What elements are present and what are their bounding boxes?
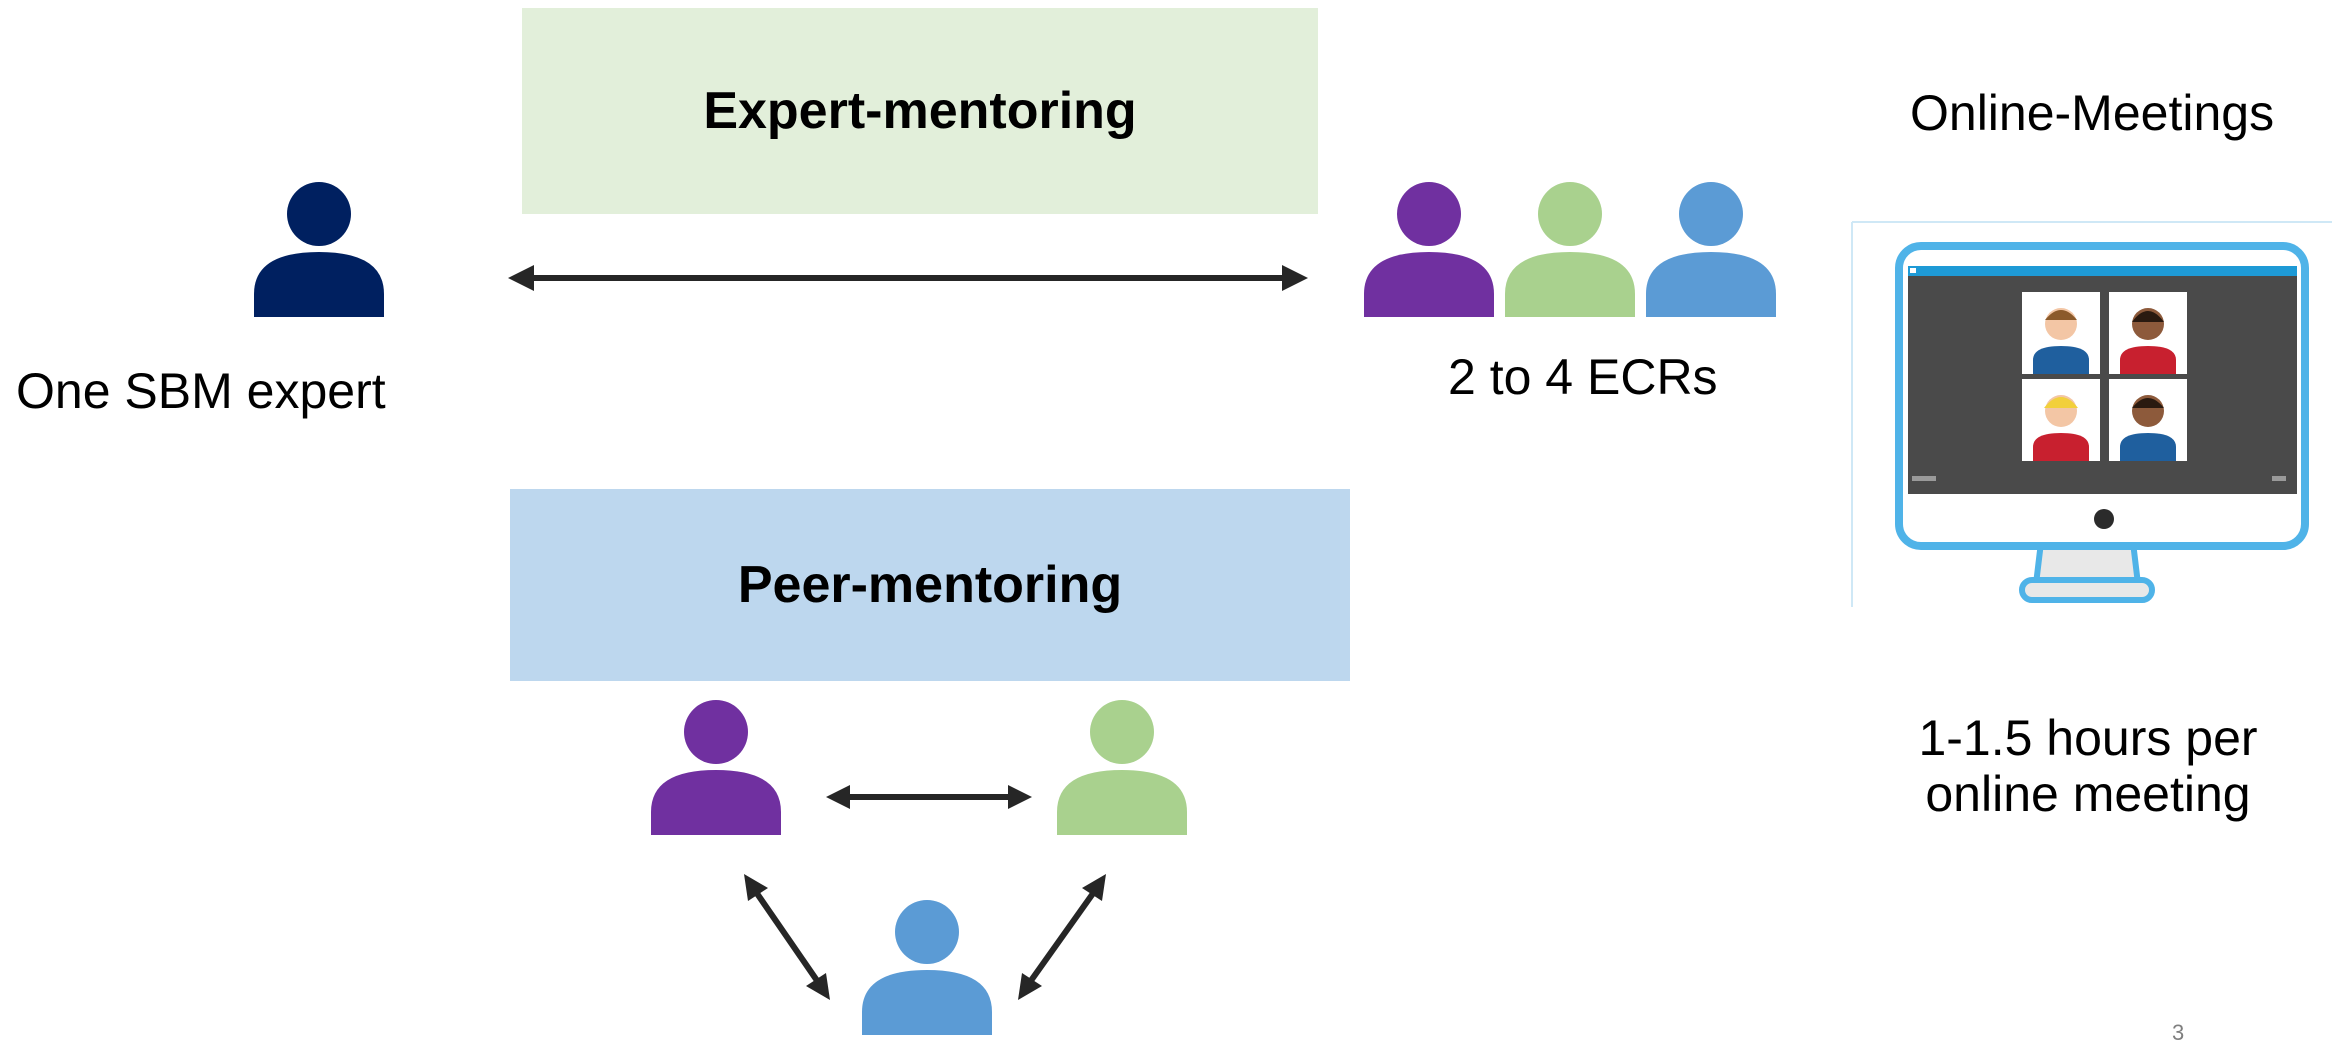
duration-label: 1-1.5 hours per online meeting [1918, 710, 2258, 822]
expert-mentoring-title: Expert-mentoring [703, 82, 1137, 140]
expert-label: One SBM expert [16, 363, 386, 419]
duration-line-2: online meeting [1925, 766, 2251, 822]
video-call-participant-icon [2022, 292, 2100, 374]
ecr-person-icon-green [1505, 182, 1635, 317]
ecr-person-icon-blue [1646, 182, 1776, 317]
peer-double-arrow-icon-left-diagonal [744, 874, 830, 1000]
peer-mentoring-box: Peer-mentoring [510, 489, 1350, 681]
duration-line-1: 1-1.5 hours per [1918, 710, 2258, 766]
ecr-person-icon-purple [1364, 182, 1494, 317]
video-call-participant-icon [2022, 379, 2100, 461]
expert-mentoring-box: Expert-mentoring [522, 8, 1318, 214]
video-call-participant-icon [2109, 292, 2187, 374]
peer-person-icon-blue [862, 900, 992, 1035]
online-meetings-title: Online-Meetings [1910, 85, 2275, 141]
peer-person-icon-purple [651, 700, 781, 835]
computer-monitor-icon [1851, 221, 2332, 607]
video-call-participant-icon [2109, 379, 2187, 461]
peer-person-icon-green [1057, 700, 1187, 835]
page-number: 3 [2172, 1020, 2185, 1045]
peer-double-arrow-icon-horizontal [826, 785, 1032, 809]
expert-person-icon [254, 182, 384, 317]
peer-mentoring-title: Peer-mentoring [737, 556, 1123, 614]
expert-to-ecrs-double-arrow-icon [508, 265, 1308, 291]
peer-double-arrow-icon-right-diagonal [1018, 874, 1106, 1000]
ecr-label: 2 to 4 ECRs [1448, 349, 1718, 405]
